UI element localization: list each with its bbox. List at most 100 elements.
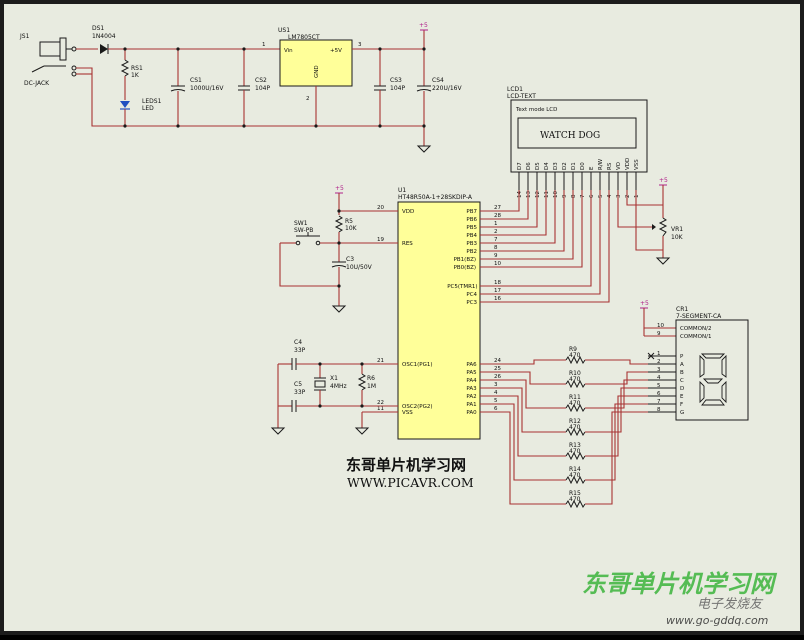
resistor-zigzag bbox=[565, 379, 586, 389]
resistor-value: 470 bbox=[569, 424, 581, 431]
resistor-ref: R10 bbox=[569, 370, 581, 377]
lcd-pin-number: 6 bbox=[589, 194, 595, 198]
seg-pin-name: COMMON/1 bbox=[680, 334, 711, 340]
mcu-right-pin-number: 9 bbox=[494, 253, 498, 259]
power-symbol-top: +5 bbox=[419, 22, 428, 31]
us1-gnd: GND bbox=[314, 65, 320, 78]
seg-pin-number: 1 bbox=[657, 351, 661, 357]
lcd-bus-wires bbox=[504, 190, 663, 303]
r6-value: 1M bbox=[367, 383, 376, 390]
c4-ref: C4 bbox=[294, 339, 302, 346]
mcu-right-pin-name: PB6 bbox=[466, 217, 477, 223]
seg-pin-number: 5 bbox=[657, 383, 661, 389]
resistor-ref: R9 bbox=[569, 346, 577, 353]
mcu-right-pin-name: PB7 bbox=[466, 209, 477, 215]
seg-pin-number: 2 bbox=[657, 359, 661, 365]
us1-pin-out: 3 bbox=[358, 42, 362, 48]
resistor-wire-in bbox=[504, 371, 566, 385]
mcu-left-pin-number: 20 bbox=[377, 205, 384, 211]
capacitor-cs3: CS3 104P bbox=[374, 49, 405, 126]
jack-ref: JS1 bbox=[19, 33, 30, 40]
watermark: 东哥单片机学习网 电子发烧友 www.go-gddq.com bbox=[582, 569, 778, 627]
capacitor-cs2: CS2 104P bbox=[238, 49, 270, 126]
watermark-title: 东哥单片机学习网 bbox=[582, 569, 778, 598]
lcd-pin-number: 12 bbox=[535, 191, 541, 198]
resistor-zigzag bbox=[565, 475, 586, 485]
lcd-pin-number: 4 bbox=[607, 194, 613, 198]
mcu-right-pin-number: 17 bbox=[494, 288, 501, 294]
caption-url: WWW.PICAVR.COM bbox=[347, 475, 474, 490]
mcu-value: HT48R50A-1+28SKDIP-A bbox=[398, 194, 473, 201]
seg-pin-number: 10 bbox=[657, 323, 664, 329]
capacitor-cs4: CS4 220U/16V bbox=[416, 30, 463, 146]
lcd-pin-name: D6 bbox=[526, 162, 532, 170]
cs4-value: 220U/16V bbox=[432, 85, 463, 92]
mcu-left-pin-number: 22 bbox=[377, 400, 384, 406]
c5-ref: C5 bbox=[294, 381, 302, 388]
lcd-module: LCD1 LCD-TEXT Text mode LCD WATCH DOG D7… bbox=[507, 86, 648, 198]
x1-ref: X1 bbox=[330, 375, 338, 382]
lcd-vss-wire bbox=[635, 190, 663, 251]
mcu-right-pin-name: PB5 bbox=[466, 225, 477, 231]
resistor-wire-out bbox=[585, 411, 676, 505]
resistor-zigzag bbox=[565, 355, 586, 365]
mcu-right-pin-name: PA0 bbox=[466, 410, 477, 416]
seg-pin-number: 9 bbox=[657, 331, 661, 337]
mcu-left-pin-name: VSS bbox=[402, 410, 413, 416]
lcd-bus-wire bbox=[504, 190, 547, 236]
resistor-ref: R12 bbox=[569, 418, 581, 425]
lcd-pin-name: D7 bbox=[517, 162, 523, 170]
lcd-bus-wire bbox=[504, 190, 592, 287]
seg-pin-number: 8 bbox=[657, 407, 661, 413]
led-leds1: LEDS1 LED bbox=[120, 98, 162, 126]
resistor-value: 470 bbox=[569, 496, 581, 503]
mcu-right-pin-name: PA6 bbox=[466, 362, 477, 368]
vr1-value: 10K bbox=[671, 234, 684, 241]
resistor-wire-out bbox=[585, 403, 676, 481]
resistor-zigzag bbox=[565, 499, 586, 509]
lcd-pin-labels: D714D613D512D411D310D29D18D07E6R/W5RS4VO… bbox=[517, 158, 640, 198]
resistor-value: 470 bbox=[569, 448, 581, 455]
resistor-ref: R15 bbox=[569, 490, 581, 497]
resistor-ref: R14 bbox=[569, 466, 581, 473]
mcu-u1: U1 HT48R50A-1+28SKDIP-A 20VDD19RES21OSC1… bbox=[364, 187, 504, 440]
mcu-ref: U1 bbox=[398, 187, 406, 194]
resistor-zigzag bbox=[565, 403, 586, 413]
lcd-pin-name: VSS bbox=[634, 159, 640, 170]
lcd-pin-name: D2 bbox=[562, 162, 568, 170]
resistor-wire-in bbox=[504, 395, 566, 457]
cs2-value: 104P bbox=[255, 85, 270, 92]
seg-pin-name: E bbox=[680, 394, 684, 400]
lcd-pin-number: 13 bbox=[526, 191, 532, 198]
mcu-right-pin-number: 3 bbox=[494, 382, 498, 388]
resistor-zigzag bbox=[565, 451, 586, 461]
us1-pin-gnd: 2 bbox=[306, 96, 310, 102]
cs2-ref: CS2 bbox=[255, 77, 267, 84]
mcu-right-pin-name: PB0(BZ) bbox=[454, 265, 476, 271]
resistor-wire-in bbox=[504, 359, 566, 365]
seg-pin-name: C bbox=[680, 378, 684, 384]
resistor-wire-out bbox=[585, 395, 676, 457]
lcd-pin-number: 1 bbox=[634, 195, 640, 199]
mcu-right-pins: 27PB728PB61PB52PB47PB38PB29PB1(BZ)10PB0(… bbox=[447, 205, 504, 416]
r6-ref: R6 bbox=[367, 375, 375, 382]
seg-pin-name: P bbox=[680, 354, 684, 360]
lcd-display-text: WATCH DOG bbox=[540, 131, 600, 141]
ground-symbol-ps bbox=[416, 145, 432, 153]
lcd-bus-wire bbox=[504, 190, 565, 252]
lcd-pin-number: 7 bbox=[580, 194, 586, 198]
capacitor-cs1: CS1 1000U/16V bbox=[170, 49, 224, 126]
resistor-value: 470 bbox=[569, 472, 581, 479]
mcu-right-pin-number: 1 bbox=[494, 221, 498, 227]
mcu-right-pin-number: 7 bbox=[494, 237, 498, 243]
mcu-right-pin-name: PC3 bbox=[466, 300, 477, 306]
mcu-right-pin-number: 8 bbox=[494, 245, 498, 251]
lcd-screen bbox=[517, 117, 637, 149]
seg-pin-name: COMMON/2 bbox=[680, 326, 711, 332]
mcu-right-pin-number: 2 bbox=[494, 229, 498, 235]
mcu-right-pin-number: 28 bbox=[494, 213, 501, 219]
lcd-pin-name: D1 bbox=[571, 162, 577, 170]
resistor-wire-in bbox=[504, 403, 566, 481]
